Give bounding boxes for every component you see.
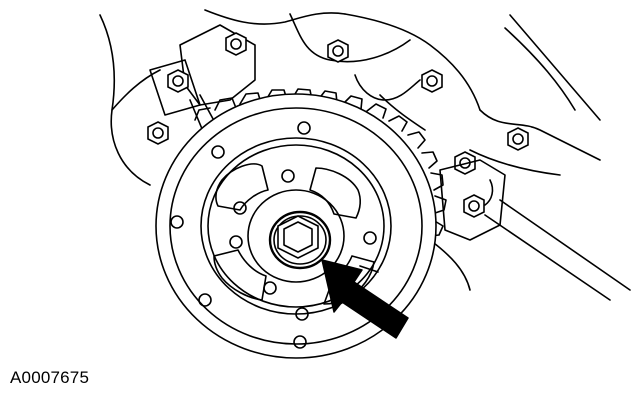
bolt-heads: [147, 32, 529, 218]
pulley-hole: [295, 307, 309, 321]
bolt-upper-right: [225, 32, 247, 56]
pulley-hole: [170, 215, 184, 229]
figure-id-label: A0007675: [10, 368, 90, 387]
bolt-top-center: [327, 39, 349, 63]
crankshaft-bolt: [277, 215, 319, 259]
pulley-hole: [281, 169, 295, 183]
pulley-hole: [263, 281, 277, 295]
pulley-hole: [363, 231, 377, 245]
bolt-left: [147, 121, 169, 145]
right-bracket: [439, 159, 506, 241]
pulley-hole: [297, 121, 311, 135]
bolt-upper-left: [167, 69, 189, 93]
bolt-right-lower: [463, 194, 485, 218]
pointer-arrow: [321, 259, 409, 339]
bolt-top-right: [421, 69, 443, 93]
pulley-hole: [211, 145, 225, 159]
pulley-hole: [229, 235, 243, 249]
pulley-hole: [198, 293, 212, 307]
bolt-right-upper: [507, 127, 529, 151]
pulley-hole: [233, 201, 247, 215]
pulley-hole: [293, 335, 307, 349]
